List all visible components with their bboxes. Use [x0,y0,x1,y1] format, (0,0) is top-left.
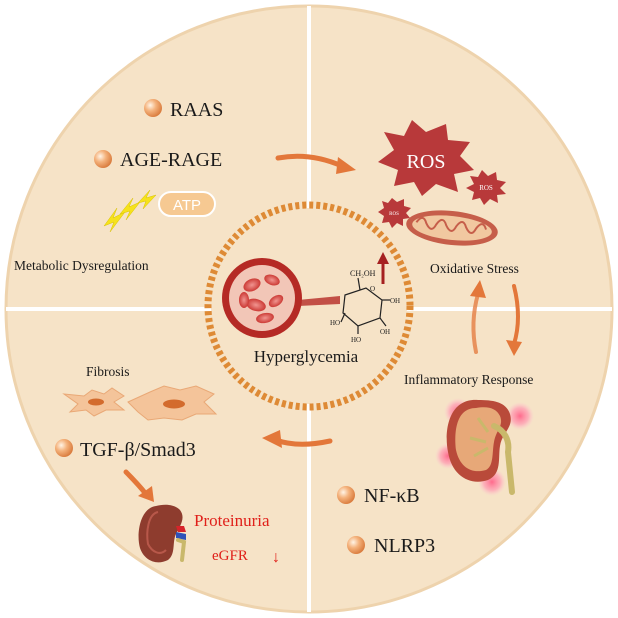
ros-small-star-icon [378,198,411,228]
metabolic-item-raas: RAAS [170,99,223,121]
flow-arrow-top [275,153,345,169]
bead-bullet [347,536,365,554]
metabolic-title: Metabolic Dysregulation [14,258,149,273]
flow-arrow-top-head [336,157,356,174]
inflammatory-item-nlrp3: NLRP3 [374,535,435,557]
ros-small-label-1: ROS [479,184,493,192]
ros-big-label: ROS [407,151,446,173]
lightning-icon [103,189,157,233]
outcome-egfr: eGFR [212,548,248,564]
bead-bullet [94,150,112,168]
bead-bullet [337,486,355,504]
mitochondrion-icon [406,210,498,246]
inflammatory-title: Inflammatory Response [404,372,533,387]
ros-small-label-2: ROS [389,212,399,217]
bead-bullet [55,439,73,457]
bead-bullet [144,99,162,117]
center-dashed-ring [204,201,414,411]
center-fill [211,208,407,404]
blood-vessel-icon [222,258,340,338]
glucose-oh-1: HO [330,319,340,327]
glucose-molecule-icon [340,277,390,334]
ros-small-star-icon [466,170,506,205]
fibrosis-title: Fibrosis [86,364,130,379]
inflamed-kidney-icon [435,398,534,496]
flow-arrow-right-up-head [470,280,486,298]
flow-arrow-down-left-head [138,486,154,502]
damaged-kidney-icon [138,504,187,563]
fibroblast-cell-icon [62,385,218,421]
fibrosis-item-tgf: TGF-β/Smad3 [80,439,196,461]
outcome-proteinuria: Proteinuria [194,511,270,530]
glucose-oh-4: OH [390,297,400,305]
inflammatory-item-nfkb: NF-κB [364,485,420,507]
flow-arrow-right-down-head [506,340,522,356]
flow-arrow-bottom-head [262,430,282,448]
egfr-decrease-arrow: ↓ [272,549,280,566]
flow-arrow-right-up [471,292,480,354]
oxidative-title: Oxidative Stress [430,261,519,276]
glucose-o-label: O [370,285,375,293]
center-label: Hyperglycemia [254,347,359,366]
ros-star-icon [378,120,474,196]
increase-arrow-icon [377,252,389,284]
glucose-oh-3: OH [380,328,390,336]
flow-arrow-right-down [512,284,520,346]
metabolic-item-age-rage: AGE-RAGE [120,149,222,171]
glucose-oh-2: HO [351,336,361,344]
atp-label: ATP [173,197,201,214]
glucose-ch2oh-label: CH₂OH [350,269,376,278]
atp-pill: ATP [158,191,216,217]
